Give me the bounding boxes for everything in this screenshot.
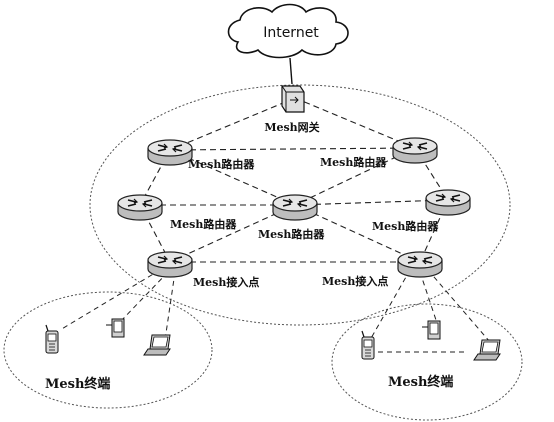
terminal-right-label: Mesh终端 bbox=[388, 374, 453, 390]
access-point-right-icon bbox=[397, 251, 443, 278]
pda-icon bbox=[105, 318, 125, 338]
router-top-left-icon bbox=[147, 139, 193, 166]
internet-label: Internet bbox=[263, 25, 319, 41]
router-top-right-icon bbox=[392, 137, 438, 164]
router-mid-left-label: Mesh路由器 bbox=[170, 217, 237, 231]
terminal-left-label: Mesh终端 bbox=[45, 376, 110, 392]
router-mid-right-icon bbox=[425, 189, 471, 216]
gateway-label: Mesh网关 bbox=[264, 120, 319, 134]
router-center-label: Mesh路由器 bbox=[258, 227, 325, 241]
mesh-backbone-area bbox=[89, 84, 511, 326]
laptop-icon bbox=[473, 339, 501, 361]
pda-icon bbox=[421, 320, 441, 340]
router-top-right-label: Mesh路由器 bbox=[320, 155, 387, 169]
internet-cloud: Internet bbox=[227, 3, 349, 59]
router-mid-left-icon bbox=[117, 194, 163, 221]
terminal-links bbox=[59, 269, 491, 353]
mobile-phone-icon bbox=[45, 324, 59, 354]
router-mid-right-label: Mesh路由器 bbox=[372, 219, 439, 233]
access-point-right-label: Mesh接入点 bbox=[322, 274, 388, 288]
terminal-area-left bbox=[3, 291, 213, 409]
router-top-left-label: Mesh路由器 bbox=[188, 157, 255, 171]
gateway-icon bbox=[281, 85, 305, 113]
laptop-icon bbox=[143, 334, 171, 356]
access-point-left-label: Mesh接入点 bbox=[193, 275, 259, 289]
router-center-icon bbox=[272, 194, 318, 221]
access-point-left-icon bbox=[147, 251, 193, 278]
terminal-area-right bbox=[331, 303, 523, 421]
internet-uplink bbox=[289, 57, 293, 85]
